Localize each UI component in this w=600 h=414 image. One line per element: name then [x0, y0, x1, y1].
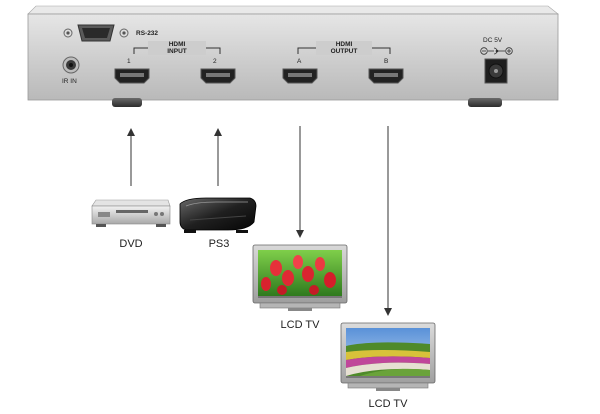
hdmi-output-label-line1: HDMI: [335, 41, 353, 48]
hdmi-input-port-1-icon: [114, 68, 150, 84]
dvd-player-icon: [91, 199, 171, 227]
hdmi-input-label-line1: HDMI: [168, 41, 186, 48]
ps3-console-icon: [179, 197, 257, 233]
ir-in-jack-icon: [62, 56, 80, 74]
hdmi-output-label: HDMI OUTPUT: [316, 41, 372, 55]
ps3-label: PS3: [208, 238, 230, 250]
polarity-icon: [480, 47, 513, 55]
input-port-1-label: 1: [127, 58, 131, 65]
lcd-tv-1-label: LCD TV: [280, 319, 320, 331]
left-foot: [112, 98, 142, 107]
input-port-2-label: 2: [213, 58, 217, 65]
hdmi-output-port-a-icon: [282, 68, 318, 84]
dvd-label: DVD: [119, 238, 143, 250]
lcd-tv-2-icon: [340, 322, 436, 391]
rs232-port-icon: [63, 24, 129, 42]
hdmi-input-port-2-icon: [200, 68, 236, 84]
hdmi-input-label-line2: INPUT: [167, 48, 187, 55]
dc-power-jack-icon: [484, 58, 508, 84]
output-port-b-label: B: [384, 58, 389, 65]
hdmi-input-label: HDMI INPUT: [148, 41, 206, 55]
lcd-tv-1-icon: [252, 244, 348, 311]
lcd-tv-2-label: LCD TV: [368, 398, 408, 410]
right-foot: [468, 98, 502, 107]
hdmi-output-label-line2: OUTPUT: [330, 48, 358, 55]
output-port-a-label: A: [297, 58, 302, 65]
ir-in-label: IR IN: [62, 78, 77, 85]
device-back-panel: [27, 5, 559, 107]
hdmi-output-port-b-icon: [368, 68, 404, 84]
dc-label: DC 5V: [483, 37, 503, 44]
rs232-label: RS-232: [136, 30, 159, 37]
